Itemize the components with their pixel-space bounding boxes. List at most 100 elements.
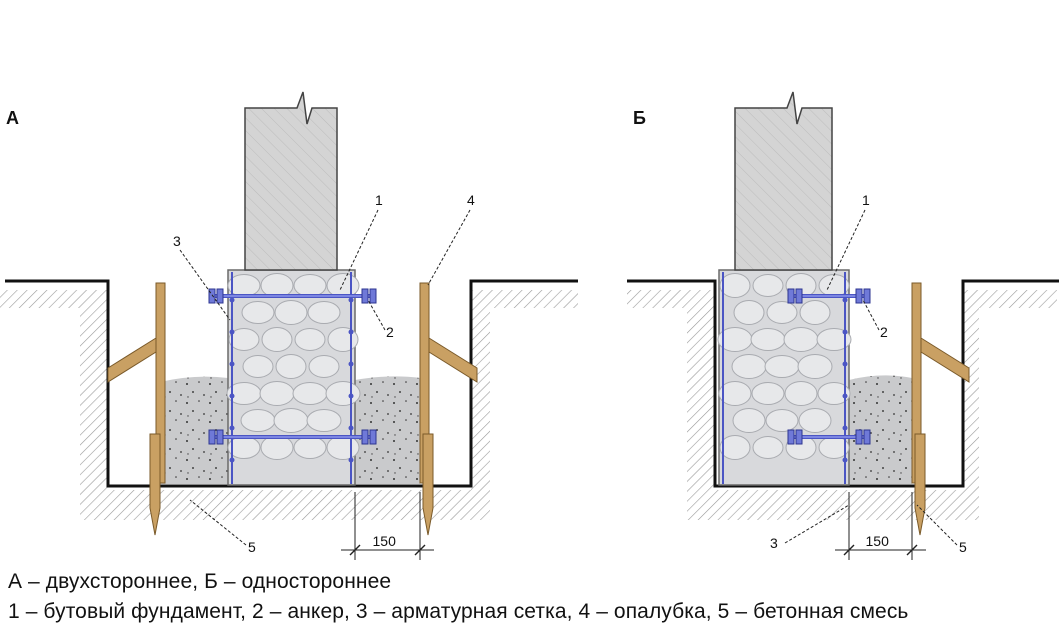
rubble-stone: [307, 301, 341, 324]
dimension-tick: [414, 544, 426, 556]
trench-outline: [5, 279, 578, 488]
callout-2: 2: [386, 324, 394, 340]
rubble-stone: [731, 354, 767, 379]
trench-outline: [627, 279, 1059, 488]
concrete-mix-right: [355, 376, 420, 484]
rubble-stone: [816, 328, 852, 351]
rubble-stone: [797, 354, 833, 379]
anchor-nut: [863, 429, 871, 445]
mesh-node: [842, 425, 848, 431]
mesh-node: [229, 329, 235, 335]
rubble-stone: [274, 300, 308, 325]
mesh-node: [842, 393, 848, 399]
callout-3: 3: [173, 233, 181, 249]
rubble-stone: [294, 328, 326, 351]
anchor-nut: [369, 288, 377, 304]
rubble-stone: [308, 355, 340, 378]
caption-variants: А – двухстороннее, Б – одностороннее: [8, 570, 392, 593]
rubble-stone: [327, 327, 359, 352]
rubble-stone: [228, 328, 260, 351]
wall-above: [244, 91, 338, 271]
rubble-stone: [750, 328, 786, 351]
panel-b-one-sided: Б 150 1 2 3 5: [627, 91, 1059, 560]
mesh-node: [348, 361, 354, 367]
rubble-stone: [733, 300, 765, 325]
mesh-node: [348, 457, 354, 463]
callout-leader: [427, 209, 471, 286]
mesh-node: [348, 393, 354, 399]
panel-letter: А: [6, 108, 19, 128]
callout-leader: [862, 299, 880, 331]
rubble-stone: [719, 273, 751, 298]
callout-leader: [916, 504, 958, 546]
panel-letter: Б: [633, 108, 646, 128]
callout-3: 3: [770, 535, 778, 551]
formwork-stake: [422, 433, 434, 536]
anchor-nut: [361, 288, 369, 304]
mesh-node: [229, 393, 235, 399]
caption-legend: 1 – бутовый фундамент, 2 – анкер, 3 – ар…: [8, 600, 909, 623]
callout-5: 5: [959, 539, 967, 555]
dimension-tick: [349, 544, 361, 556]
rubble-stone: [719, 435, 751, 460]
dimension-tick: [843, 544, 855, 556]
rubble-stone: [798, 408, 832, 433]
rubble-stone: [752, 436, 784, 459]
wall-above: [734, 91, 833, 271]
rubble-stone: [293, 436, 327, 459]
concrete-mix: [849, 375, 912, 484]
rubble-stone: [326, 273, 360, 298]
rubble-stone: [306, 409, 342, 432]
callout-leader: [784, 504, 850, 544]
anchor-nut: [795, 288, 803, 304]
callout-leader: [339, 209, 379, 291]
dimension-value: 150: [866, 533, 890, 549]
callout-4: 4: [467, 192, 475, 208]
rubble-stone: [240, 409, 276, 432]
rubble-stone: [765, 409, 799, 432]
mesh-node: [229, 297, 235, 303]
mesh-node: [229, 457, 235, 463]
rubble-stone: [732, 408, 766, 433]
rubble-stone: [783, 327, 819, 352]
callout-1: 1: [375, 192, 383, 208]
anchor-nut: [863, 288, 871, 304]
rubble-stone: [751, 382, 785, 405]
callout-1: 1: [862, 192, 870, 208]
rubble-stone: [259, 381, 295, 406]
callout-2: 2: [880, 324, 888, 340]
anchor-nut: [216, 429, 224, 445]
anchor-nut: [369, 429, 377, 445]
callout-leader: [367, 299, 386, 331]
mesh-node: [348, 425, 354, 431]
rubble-stone: [817, 382, 851, 405]
rubble-stone: [260, 435, 294, 460]
concrete-mix-left: [160, 376, 228, 484]
mesh-node: [229, 425, 235, 431]
anchor-nut: [795, 429, 803, 445]
anchor-nut: [855, 288, 863, 304]
mesh-node: [842, 297, 848, 303]
dimension-tick: [906, 544, 918, 556]
mesh-node: [348, 297, 354, 303]
rubble-stone: [718, 381, 752, 406]
formwork-strut: [428, 337, 478, 383]
rubble-stone: [766, 301, 798, 324]
callout-5: 5: [248, 539, 256, 555]
rubble-stone: [261, 327, 293, 352]
rubble-stone: [292, 382, 328, 405]
rubble-stone: [241, 301, 275, 324]
mesh-node: [229, 361, 235, 367]
anchor-nut: [361, 429, 369, 445]
soil-hatch: [627, 290, 1057, 520]
formwork-stake: [914, 433, 926, 536]
anchor-nut: [208, 429, 216, 445]
anchor-nut: [787, 288, 795, 304]
mesh-node: [842, 457, 848, 463]
formwork-strut: [920, 337, 970, 383]
callout-leader: [179, 249, 231, 321]
rubble-stone: [799, 300, 831, 325]
anchor-nut: [216, 288, 224, 304]
